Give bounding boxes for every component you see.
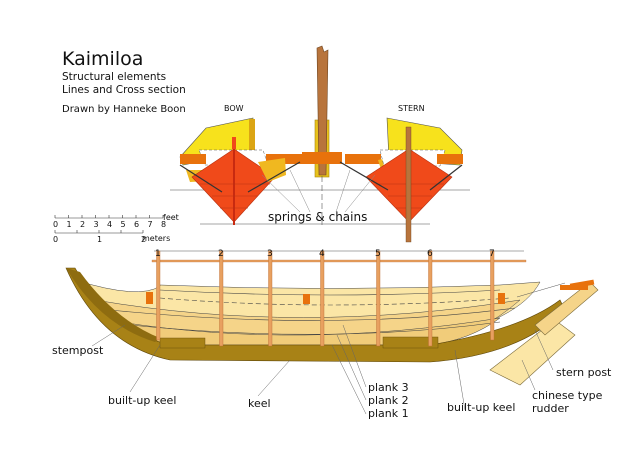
frame-7 — [490, 250, 495, 341]
label-leader-lines — [91, 324, 554, 415]
springs-leader-lines — [261, 169, 376, 213]
forward-block — [146, 292, 153, 304]
scale-bar — [54, 215, 164, 234]
diagram-subtitle-structural: Structural elements — [62, 71, 167, 83]
springs-chains-label: springs & chains — [268, 210, 368, 224]
plank-3-label: plank 3 — [368, 381, 409, 394]
built-up-keel-forward — [159, 337, 206, 349]
chinese-rudder-blade — [489, 319, 576, 386]
feet-tick-label: 6 — [134, 220, 140, 229]
stempost — [66, 268, 160, 342]
bow-chain-right — [247, 161, 301, 193]
bow-label: BOW — [224, 104, 244, 113]
meter-tick-label: 0 — [53, 235, 59, 244]
diagram-credit: Drawn by Hanneke Boon — [62, 104, 186, 115]
meter-unit-label: meters — [142, 234, 171, 243]
plank-1-label: plank 1 — [368, 407, 409, 420]
bow-yellow-right — [258, 158, 286, 182]
frame-number-label: 4 — [319, 249, 325, 259]
built-up-keel-forward-label: built-up keel — [108, 394, 177, 407]
rudder-label-line2: rudder — [532, 402, 569, 415]
frame-number-label: 7 — [489, 249, 495, 259]
bow-chain-left — [179, 164, 223, 193]
stern-chain-left — [339, 161, 389, 191]
frame-4 — [320, 250, 325, 347]
frame-3 — [268, 250, 273, 347]
frame-number-label: 1 — [155, 249, 161, 259]
built-up-keel-aft — [382, 336, 439, 349]
stern-post-label: stern post — [556, 366, 612, 379]
rudder-stock — [534, 281, 599, 336]
diagram-title: Kaimiloa — [62, 48, 144, 70]
meter-tick-label: 2 — [141, 235, 147, 244]
mast — [316, 45, 329, 176]
frame-number-label: 6 — [427, 249, 433, 259]
frame-number-label: 5 — [375, 249, 381, 259]
feet-tick-label: 4 — [107, 220, 113, 229]
stern-label: STERN — [398, 104, 425, 113]
cross-section-view — [170, 45, 470, 243]
plank-2-label: plank 2 — [368, 394, 409, 407]
diagram-subtitle-lines: Lines and Cross section — [62, 84, 186, 96]
bow-crossbeam-end — [180, 154, 206, 164]
stern-crossbar — [569, 279, 595, 289]
stempost-label: stempost — [52, 344, 104, 357]
stern-chain-right — [429, 164, 463, 191]
built-up-keel-aft-label: built-up keel — [447, 401, 516, 414]
stern-crossbeam-end — [437, 154, 463, 164]
frame-2 — [219, 250, 224, 347]
frame-number-label: 2 — [218, 249, 224, 259]
frame-number-label: 3 — [267, 249, 273, 259]
bow-yellow-post — [249, 119, 255, 159]
frame-6 — [428, 250, 433, 347]
feet-tick-label: 5 — [120, 220, 126, 229]
midship-block — [303, 294, 310, 304]
feet-tick-label: 3 — [93, 220, 99, 229]
bow-stem — [232, 137, 236, 149]
top-rail — [151, 259, 527, 263]
bow-hull-section — [179, 117, 302, 225]
stern-crossbeam — [345, 154, 381, 164]
feet-tick-label: 0 — [53, 220, 59, 229]
side-view — [65, 250, 599, 386]
feet-tick-label: 2 — [80, 220, 86, 229]
feet-tick-label: 1 — [66, 220, 72, 229]
aft-block — [498, 293, 505, 304]
frame-5 — [376, 250, 381, 347]
stern-rail — [516, 282, 566, 298]
stern-hull-section — [339, 117, 463, 243]
meter-tick-label: 1 — [97, 235, 103, 244]
rudder-label-line1: chinese type — [532, 389, 603, 402]
keel-label: keel — [248, 397, 271, 410]
center-crossbeam — [302, 152, 342, 164]
feet-tick-label: 8 — [161, 220, 167, 229]
feet-tick-label: 7 — [147, 220, 153, 229]
frame-1 — [156, 250, 161, 341]
stern-rudder-post — [405, 126, 412, 243]
feet-unit-label: feet — [163, 213, 179, 222]
